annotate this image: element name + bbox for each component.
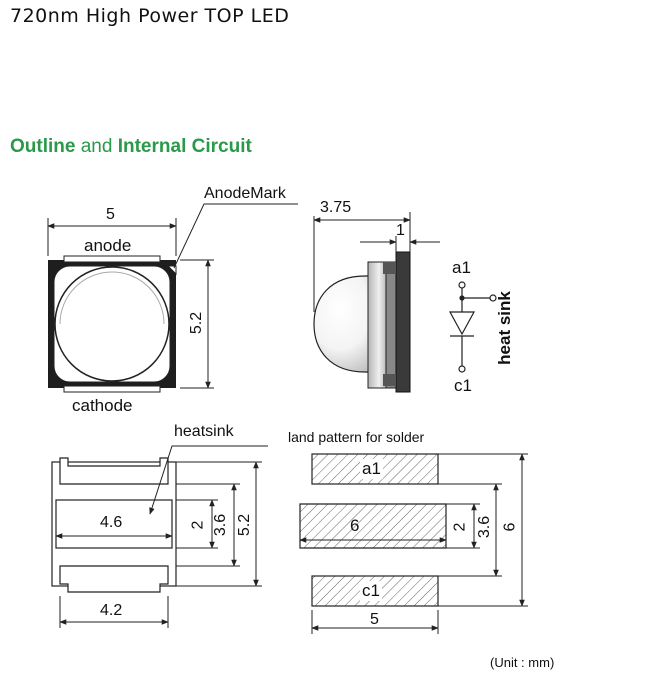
bottom-dim-36-label: 3.6 <box>212 513 230 537</box>
unit-note: (Unit : mm) <box>490 655 555 670</box>
dim-width-label: 5 <box>106 206 115 223</box>
land-dim-36-label: 3.6 <box>476 515 494 539</box>
land-a1-label: a1 <box>360 459 383 479</box>
land-dim-2-label: 2 <box>451 522 469 532</box>
land-pattern-dimensions <box>299 453 528 634</box>
anode-label: anode <box>84 236 132 255</box>
circuit-c1-label: c1 <box>454 376 472 395</box>
page-title: 720nm High Power TOP LED <box>10 5 290 27</box>
bottom-pad-width-label: 4.6 <box>100 514 123 531</box>
circuit-diode <box>448 281 497 373</box>
heading-internal-circuit: Internal Circuit <box>117 136 252 157</box>
bottom-heatsink-label: heatsink <box>174 423 234 440</box>
land-dim-6-label: 6 <box>501 522 519 532</box>
dim-height-label: 5.2 <box>188 311 206 335</box>
land-c1-label: c1 <box>360 581 382 601</box>
bottom-dim-52-label: 5.2 <box>236 513 254 537</box>
bottom-lower-width-label: 4.2 <box>100 602 123 619</box>
section-heading: Outline and Internal Circuit <box>10 136 252 158</box>
side-total-label: 3.75 <box>320 199 352 216</box>
circuit-a1-label: a1 <box>452 258 471 277</box>
land-pattern-title: land pattern for solder <box>288 429 425 445</box>
heading-and: and <box>80 136 113 157</box>
top-view-dimensions <box>47 203 298 389</box>
bottom-dim-2-label: 2 <box>189 520 207 530</box>
cathode-label: cathode <box>72 396 133 415</box>
side-view-dimensions <box>313 212 440 312</box>
side-base-label: 1 <box>396 222 405 239</box>
top-view-package <box>48 255 177 393</box>
side-view-package <box>313 251 411 393</box>
heading-outline: Outline <box>10 136 76 157</box>
anode-mark-label: AnodeMark <box>204 185 286 202</box>
circuit-heatsink-label: heat sink <box>494 291 514 365</box>
land-center-label: 6 <box>350 516 360 535</box>
bottom-view-dimensions <box>55 445 268 628</box>
land-width-label: 5 <box>370 611 379 628</box>
